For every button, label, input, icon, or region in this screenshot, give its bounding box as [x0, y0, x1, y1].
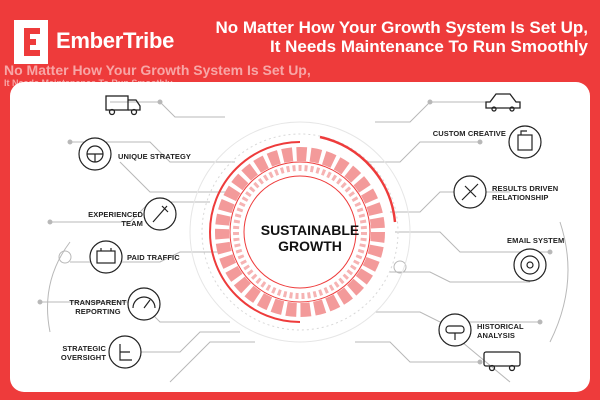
brand-name: EmberTribe — [56, 28, 175, 53]
label-email-system: EMAIL SYSTEM — [507, 236, 565, 245]
car-icon — [485, 93, 521, 109]
label-results-driven-relationship: RESULTS DRIVEN RELATIONSHIP — [492, 184, 558, 202]
label-results-driven: RESULTS DRIVEN — [492, 184, 559, 193]
rearview-mirror-icon — [438, 313, 472, 347]
label-paid-traffic: PAID TRAFFIC — [127, 253, 180, 262]
headline-line-2: It Needs Maintenance To Run Smoothly — [270, 37, 588, 56]
growth-gauge — [189, 121, 411, 343]
headline-echo-1: No Matter How Your Growth System Is Set … — [4, 62, 311, 78]
label-historical-analysis: HISTORICAL ANALYSIS — [477, 322, 524, 340]
headline: No Matter How Your Growth System Is Set … — [188, 18, 588, 56]
speedometer-icon — [127, 287, 161, 321]
label-analysis: ANALYSIS — [477, 331, 516, 340]
truck-icon — [105, 95, 129, 111]
center-title-line-1: SUSTAINABLE — [260, 222, 360, 238]
label-custom-creative: CUSTOM CREATIVE — [432, 129, 506, 138]
wheel-icon — [513, 248, 547, 282]
headline-line-1: No Matter How Your Growth System Is Set … — [215, 18, 588, 37]
label-unique-strategy: UNIQUE STRATEGY — [118, 152, 192, 161]
label-oversight: OVERSIGHT — [60, 353, 106, 362]
label-relationship: RELATIONSHIP — [492, 193, 549, 202]
label-strategic-oversight: STRATEGIC OVERSIGHT — [50, 344, 106, 362]
center-title-line-2: GROWTH — [278, 238, 342, 254]
fuel-can-icon — [508, 125, 542, 159]
circuit-diagram — [37, 93, 569, 383]
label-transparent: TRANSPARENT — [69, 298, 127, 307]
center-title: SUSTAINABLE GROWTH — [245, 222, 375, 254]
van-icon — [483, 351, 521, 367]
ember-logo-icon — [14, 20, 48, 64]
label-strategic: STRATEGIC — [62, 344, 106, 353]
battery-icon — [89, 240, 123, 274]
diagram-panel: SUSTAINABLE GROWTH UNIQUE STRATEGY EXPER… — [10, 82, 590, 392]
label-historical: HISTORICAL — [477, 322, 524, 331]
label-reporting: REPORTING — [75, 307, 121, 316]
embertribe-logo: EmberTribe — [14, 20, 184, 66]
label-transparent-reporting: TRANSPARENT REPORTING — [66, 298, 130, 316]
label-experienced-team: EXPERIENCED TEAM — [88, 210, 143, 228]
